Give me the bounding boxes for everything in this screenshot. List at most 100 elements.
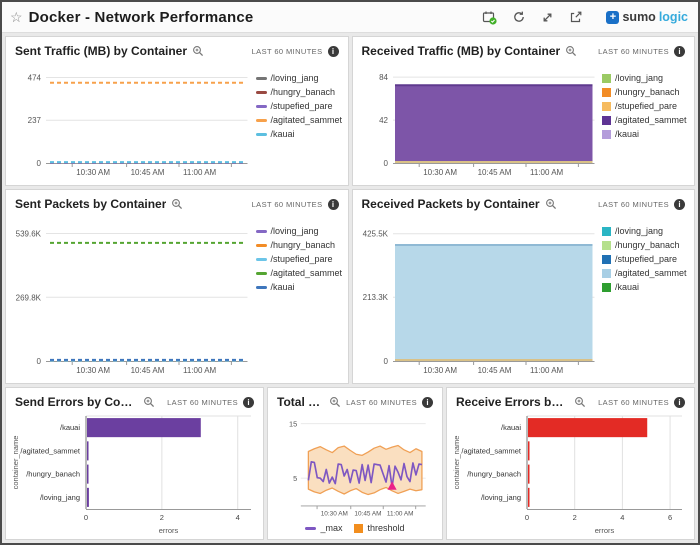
svg-text:/hungry_banach: /hungry_banach bbox=[26, 470, 80, 479]
legend-item[interactable]: /agitated_sammet bbox=[255, 268, 346, 278]
legend-item[interactable]: /stupefied_pare bbox=[602, 254, 692, 264]
schedule-report-button[interactable] bbox=[482, 10, 498, 25]
legend-label: /kauai bbox=[615, 129, 640, 139]
legend-square-marker bbox=[602, 101, 611, 111]
zoom-in-icon[interactable] bbox=[143, 396, 155, 408]
zoom-in-icon[interactable] bbox=[171, 198, 183, 210]
time-range-label[interactable]: LAST 60 MINUTES bbox=[346, 397, 417, 407]
legend-item[interactable]: /loving_jang bbox=[602, 226, 692, 236]
time-range-label[interactable]: LAST 60 MINUTES bbox=[167, 397, 238, 407]
legend-label: /loving_jang bbox=[270, 73, 319, 83]
legend-label: _max bbox=[320, 523, 343, 533]
svg-text:/agitated_sammet: /agitated_sammet bbox=[20, 446, 81, 455]
svg-text:/hungry_banach: /hungry_banach bbox=[467, 470, 521, 479]
svg-text:errors: errors bbox=[595, 526, 615, 535]
legend-line-marker bbox=[255, 76, 267, 80]
legend-item[interactable]: /kauai bbox=[255, 129, 346, 139]
legend-item[interactable]: /loving_jang bbox=[255, 226, 346, 236]
legend-line-marker bbox=[255, 229, 267, 233]
svg-text:/kauai: /kauai bbox=[501, 423, 521, 432]
panel-title: Received Traffic (MB) by Container bbox=[361, 44, 561, 58]
info-icon[interactable] bbox=[674, 198, 685, 210]
legend-line-marker bbox=[255, 90, 267, 94]
info-icon[interactable] bbox=[674, 45, 685, 57]
legend-item[interactable]: /hungry_banach bbox=[602, 240, 692, 250]
share-button[interactable] bbox=[569, 10, 583, 24]
time-range-label[interactable]: LAST 60 MINUTES bbox=[251, 46, 323, 56]
time-range-label[interactable]: LAST 60 MINUTES bbox=[598, 397, 669, 407]
svg-text:84: 84 bbox=[379, 73, 388, 82]
panel-header: Sent Packets by Container LAST 60 MINUTE… bbox=[6, 190, 348, 212]
svg-text:/agitated_sammet: /agitated_sammet bbox=[461, 446, 522, 455]
legend-label: /kauai bbox=[270, 129, 295, 139]
legend-label: /loving_jang bbox=[270, 226, 319, 236]
time-range-label[interactable]: LAST 60 MINUTES bbox=[251, 199, 323, 209]
info-icon[interactable] bbox=[674, 396, 685, 408]
info-icon[interactable] bbox=[422, 396, 433, 408]
legend-item[interactable]: /hungry_banach bbox=[255, 240, 346, 250]
svg-text:474: 474 bbox=[28, 73, 42, 82]
svg-text:10:30 AM: 10:30 AM bbox=[423, 168, 457, 177]
svg-text:6: 6 bbox=[668, 513, 672, 522]
zoom-in-icon[interactable] bbox=[574, 396, 586, 408]
legend-item[interactable]: /hungry_banach bbox=[602, 87, 692, 97]
legend-item[interactable]: /agitated_sammet bbox=[602, 268, 692, 278]
row-3: Send Errors by Container LAST 60 MINUTES… bbox=[5, 387, 695, 540]
legend-item[interactable]: /kauai bbox=[602, 282, 692, 292]
export-icon bbox=[571, 11, 582, 23]
legend-item[interactable]: /stupefied_pare bbox=[255, 254, 346, 264]
legend-item[interactable]: /agitated_sammet bbox=[255, 115, 346, 125]
legend-item[interactable]: _max bbox=[305, 523, 342, 533]
legend-item[interactable]: /stupefied_pare bbox=[255, 101, 346, 111]
fullscreen-button[interactable] bbox=[541, 11, 554, 24]
legend-label: /agitated_sammet bbox=[615, 115, 687, 125]
time-range-label[interactable]: LAST 60 MINUTES bbox=[598, 46, 669, 56]
legend-item[interactable]: /stupefied_pare bbox=[602, 101, 692, 111]
svg-text:4: 4 bbox=[620, 513, 624, 522]
legend-item[interactable]: /loving_jang bbox=[602, 73, 692, 83]
time-range-label[interactable]: LAST 60 MINUTES bbox=[598, 199, 669, 209]
legend-item[interactable]: /kauai bbox=[255, 282, 346, 292]
info-icon[interactable] bbox=[327, 45, 339, 57]
legend-item[interactable]: /kauai bbox=[602, 129, 692, 139]
legend-item[interactable]: /hungry_banach bbox=[255, 87, 346, 97]
legend-item[interactable]: threshold bbox=[354, 523, 405, 533]
svg-text:0: 0 bbox=[525, 513, 529, 522]
legend-line-marker bbox=[255, 243, 267, 247]
panel-title: Sent Packets by Container bbox=[15, 197, 167, 211]
zoom-in-icon[interactable] bbox=[329, 396, 341, 408]
legend-label: /stupefied_pare bbox=[270, 101, 333, 111]
legend-line-marker bbox=[255, 104, 267, 108]
legend-line-marker bbox=[305, 526, 317, 530]
legend-sent-traffic: /loving_jang/hungry_banach/stupefied_par… bbox=[255, 59, 346, 183]
info-icon[interactable] bbox=[327, 198, 339, 210]
favorite-star-icon[interactable] bbox=[10, 10, 23, 24]
legend-item[interactable]: /agitated_sammet bbox=[602, 115, 692, 125]
svg-text:10:45 AM: 10:45 AM bbox=[477, 366, 511, 375]
panel-title: Received Packets by Container bbox=[361, 197, 540, 211]
panel-sent-traffic: Sent Traffic (MB) by Container LAST 60 M… bbox=[5, 36, 349, 186]
svg-text:container_name: container_name bbox=[452, 436, 461, 490]
zoom-in-icon[interactable] bbox=[565, 45, 577, 57]
refresh-button[interactable] bbox=[512, 10, 526, 24]
legend-sent-packets: /loving_jang/hungry_banach/stupefied_par… bbox=[255, 212, 346, 381]
svg-text:425.5K: 425.5K bbox=[362, 230, 388, 239]
panel-header: Receive Errors by Container LAST 60 MINU… bbox=[447, 388, 694, 410]
legend-item[interactable]: /loving_jang bbox=[255, 73, 346, 83]
zoom-in-icon[interactable] bbox=[192, 45, 204, 57]
legend-label: /hungry_banach bbox=[270, 87, 336, 97]
panel-total-network-errors: Total Network Err... LAST 60 MINUTES 515… bbox=[267, 387, 443, 540]
info-icon[interactable] bbox=[243, 396, 254, 408]
zoom-in-icon[interactable] bbox=[545, 198, 557, 210]
dashboard-header: Docker - Network Performance bbox=[2, 2, 698, 33]
legend-square-marker bbox=[354, 523, 364, 533]
